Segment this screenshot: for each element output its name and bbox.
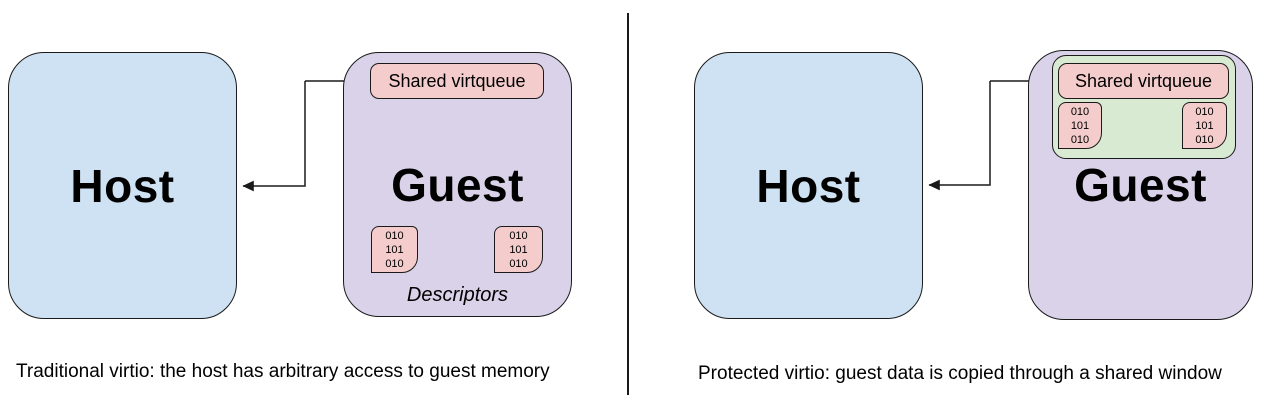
guest-box-traditional: Guest Shared virtqueue 010 101 010 010 1… bbox=[343, 52, 572, 317]
guest-label-traditional: Guest bbox=[391, 158, 524, 211]
shared-virtqueue-protected: Shared virtqueue bbox=[1058, 63, 1229, 99]
shared-virtqueue-label-traditional: Shared virtqueue bbox=[388, 70, 526, 91]
memory-block-2-protected: 010 101 010 bbox=[1182, 102, 1227, 149]
descriptor-bits-2-traditional: 010 101 010 bbox=[509, 229, 528, 270]
memory-bits-2-protected: 010 101 010 bbox=[1195, 105, 1214, 146]
shared-virtqueue-traditional: Shared virtqueue bbox=[370, 63, 544, 99]
host-box-protected: Host bbox=[694, 52, 923, 319]
memory-bits-1-protected: 010 101 010 bbox=[1070, 105, 1090, 146]
descriptor-block-2-traditional: 010 101 010 bbox=[494, 226, 543, 273]
host-label-protected: Host bbox=[756, 159, 861, 212]
shared-virtqueue-label-protected: Shared virtqueue bbox=[1074, 70, 1213, 91]
caption-protected: Protected virtio: guest data is copied t… bbox=[698, 363, 1222, 384]
descriptor-block-1-traditional: 010 101 010 bbox=[371, 226, 418, 273]
memory-block-1-protected: 010 101 010 bbox=[1058, 102, 1102, 149]
descriptors-label: Descriptors bbox=[406, 284, 509, 306]
host-box-traditional: Host bbox=[8, 52, 237, 319]
caption-traditional: Traditional virtio: the host has arbitra… bbox=[16, 361, 550, 382]
guest-box-protected: Guest Shared virtqueue 010 101 010 010 1… bbox=[1028, 50, 1253, 320]
panel-divider bbox=[627, 13, 629, 395]
host-label-traditional: Host bbox=[70, 159, 175, 212]
arrow-guest-to-host-right bbox=[928, 81, 991, 191]
guest-label-protected: Guest bbox=[1074, 159, 1207, 211]
shared-window: Shared virtqueue 010 101 010 010 101 010 bbox=[1052, 55, 1236, 159]
arrow-guest-to-host-left bbox=[242, 81, 306, 192]
descriptor-bits-1-traditional: 010 101 010 bbox=[385, 229, 404, 270]
